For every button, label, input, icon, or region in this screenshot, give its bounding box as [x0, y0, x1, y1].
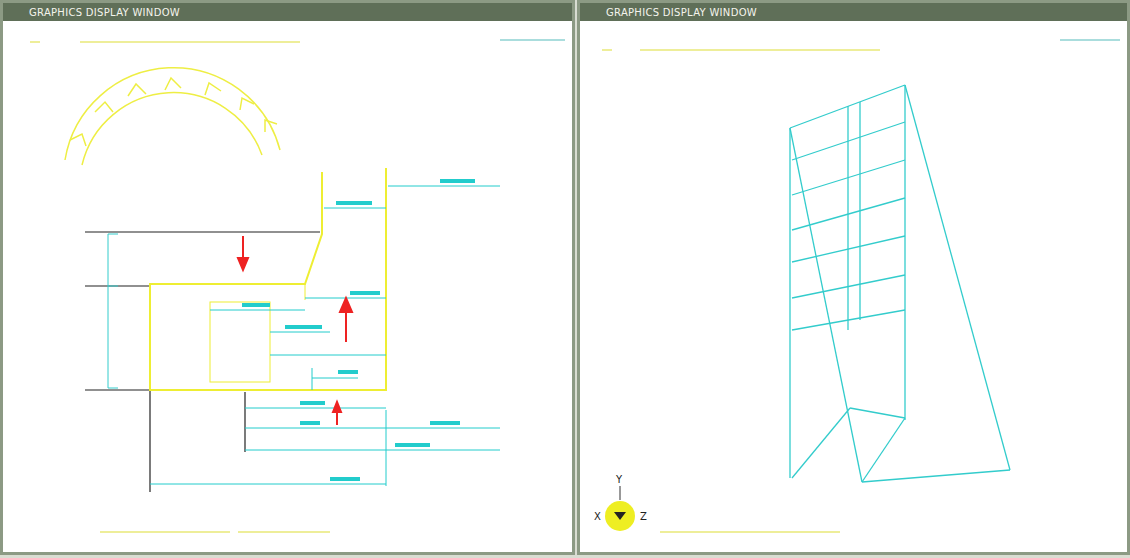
date-strokes — [1060, 39, 1120, 41]
dimension-leaders — [150, 186, 500, 486]
window-title: GRAPHICS DISPLAY WINDOW — [606, 7, 757, 18]
gear-outline — [65, 68, 280, 165]
viewport-ground — [3, 21, 572, 552]
reference-lines — [85, 232, 320, 492]
header-text-strokes — [30, 42, 330, 532]
app-window: GRAPHICS DISPLAY WINDOW — [577, 0, 1130, 555]
load-arrows — [238, 236, 352, 425]
dimension-lines — [108, 234, 118, 388]
title-bar: GRAPHICS DISPLAY WINDOW — [3, 3, 572, 21]
app-window: GRAPHICS DISPLAY WINDOW — [0, 0, 575, 555]
tower-wireframe — [790, 85, 1010, 482]
title-bar: GRAPHICS DISPLAY WINDOW — [580, 3, 1127, 21]
axis-label: Y — [616, 474, 622, 485]
dimension-value-strokes — [242, 181, 475, 479]
axis-label: X — [594, 511, 601, 522]
part-profile — [150, 168, 386, 390]
axis-triad — [605, 486, 635, 531]
viewport-ground — [580, 21, 1127, 552]
window-title: GRAPHICS DISPLAY WINDOW — [29, 7, 180, 18]
date-strokes — [500, 39, 565, 41]
header-text-strokes — [602, 50, 880, 532]
axis-label: Z — [640, 511, 647, 522]
